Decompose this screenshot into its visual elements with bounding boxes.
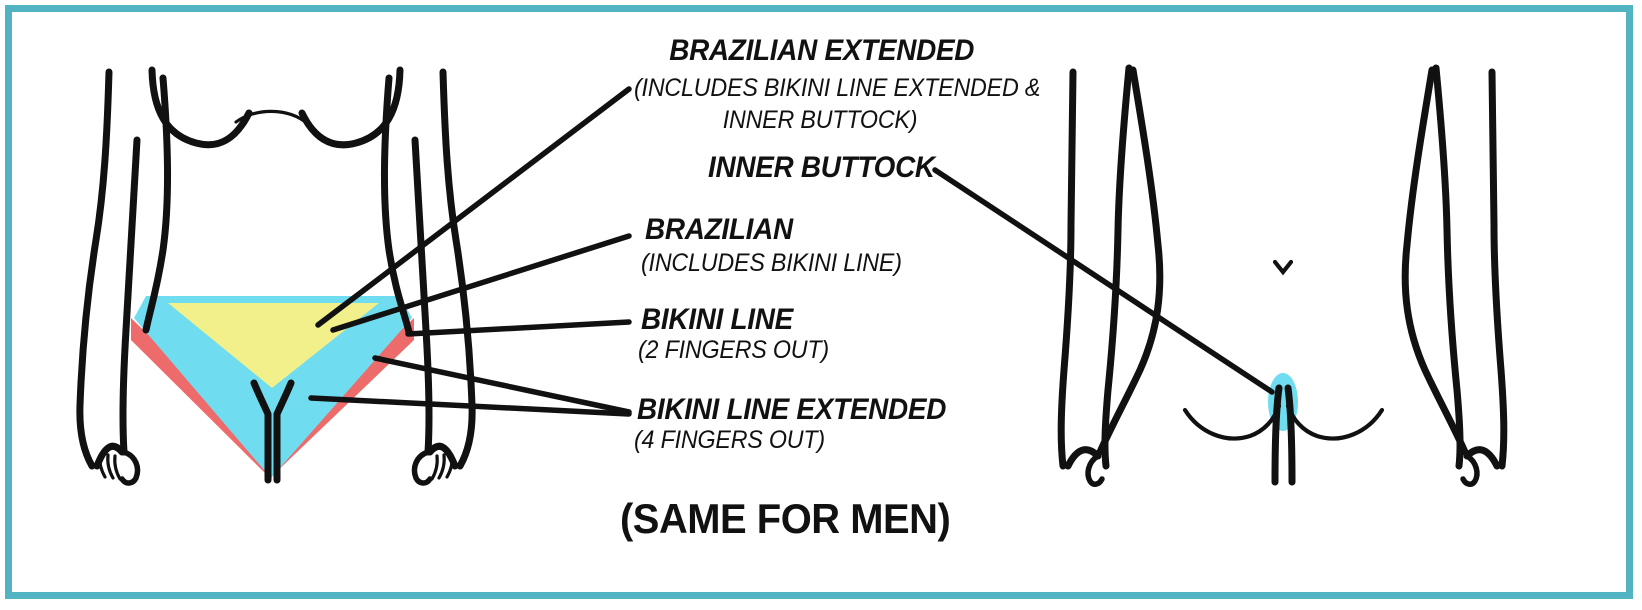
back-left-torso-side <box>1096 66 1164 456</box>
back-right-torso-side <box>1401 66 1469 456</box>
back-left-arm-inner <box>1101 64 1133 470</box>
right-thumb-loop <box>411 449 433 486</box>
label-brazilian-sub: (INCLUDES BIKINI LINE) <box>641 249 902 277</box>
label-brazilian-extended-sub1: (INCLUDES BIKINI LINE EXTENDED & <box>634 74 1041 102</box>
left-arm-outer <box>76 68 113 470</box>
back-right-hand <box>1463 446 1501 470</box>
inner-thigh-left <box>250 379 272 484</box>
back-right-arm-outer <box>1488 68 1508 470</box>
label-inner-buttock-title: INNER BUTTOCK <box>708 151 935 184</box>
label-brazilian-extended-sub2: INNER BUTTOCK) <box>722 106 918 134</box>
leader-bikini-line-extended-1 <box>372 355 632 415</box>
back-right-arm-inner <box>1432 64 1464 470</box>
label-bikini-line-extended-sub: (4 FINGERS OUT) <box>634 426 825 454</box>
label-footer-same-for-men: (SAME FOR MEN) <box>620 495 951 542</box>
sacral-dimple-mark <box>1272 259 1294 276</box>
left-hand-finger-2 <box>106 453 115 480</box>
left-hand-finger-1 <box>98 453 107 479</box>
label-brazilian-title: BRAZILIAN <box>645 213 793 246</box>
right-hand-finger-3 <box>430 454 439 481</box>
leader-brazilian <box>330 233 632 333</box>
left-arm-inner <box>119 136 141 456</box>
label-bikini-line-extended-title: BIKINI LINE EXTENDED <box>637 393 947 426</box>
leader-bikini-line <box>405 319 632 337</box>
leader-lines <box>308 86 1275 417</box>
back-left-arm-outer <box>1057 68 1077 470</box>
left-hand-finger-3 <box>113 454 122 481</box>
left-torso-side <box>142 74 172 334</box>
label-bikini-line-sub: (2 FINGERS OUT) <box>638 336 829 364</box>
inner-thigh-right <box>273 379 295 484</box>
left-chest-curve <box>148 66 253 149</box>
right-hand-finger-1 <box>445 453 454 479</box>
navel-arc <box>234 109 310 126</box>
label-brazilian-extended-title: BRAZILIAN EXTENDED <box>669 34 975 67</box>
leader-brazilian-extended <box>315 86 632 328</box>
label-bikini-line-title: BIKINI LINE <box>641 303 793 336</box>
right-buttock-curve <box>1285 403 1385 441</box>
region-brazilian <box>168 303 379 388</box>
back-left-hand <box>1064 446 1102 470</box>
left-thumb-loop <box>119 449 141 486</box>
gluteal-cleft-left <box>1271 384 1283 486</box>
left-buttock-curve <box>1182 403 1282 441</box>
right-arm-inner <box>411 136 433 456</box>
back-right-thumb-loop <box>1460 453 1480 487</box>
leader-bikini-line-extended-2 <box>308 395 632 417</box>
leader-inner-buttock <box>932 167 1275 395</box>
back-left-thumb-loop <box>1085 453 1105 487</box>
right-chest-curve <box>298 66 404 149</box>
gluteal-cleft-right <box>1284 384 1296 486</box>
right-torso-side <box>380 74 413 336</box>
front-body-diagram <box>76 66 476 486</box>
right-hand-finger-2 <box>437 453 446 480</box>
back-body-diagram <box>1057 64 1508 487</box>
